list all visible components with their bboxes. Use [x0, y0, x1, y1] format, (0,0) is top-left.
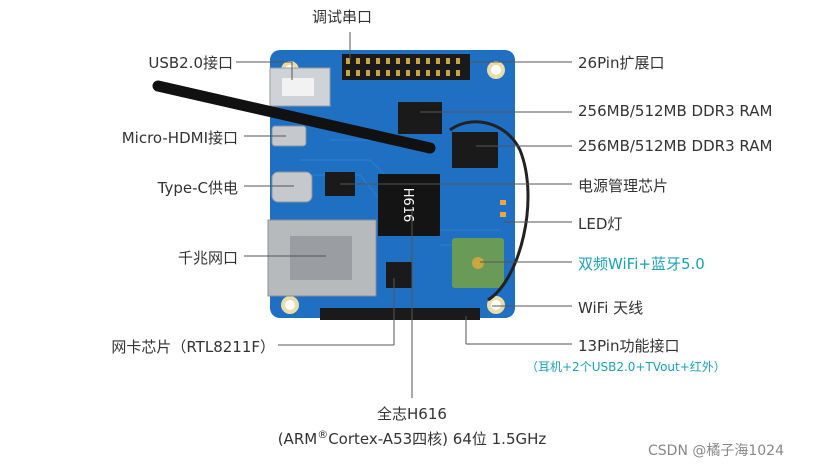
label-26pin: 26Pin扩展口: [578, 54, 665, 72]
watermark: CSDN @橘子海1024: [648, 443, 784, 459]
ram-chip-2: [452, 132, 498, 168]
label-antenna: WiFi 天线: [578, 299, 644, 317]
label-soc-name: 全志H616: [377, 405, 447, 423]
label-micro-hdmi: Micro-HDMI接口: [121, 129, 238, 147]
antenna-cable: [449, 120, 530, 302]
nic-chip: [386, 262, 412, 288]
label-ethernet: 千兆网口: [177, 249, 238, 267]
typec-port: [271, 171, 313, 203]
label-typec: Type-C供电: [157, 179, 238, 197]
label-soc-spec-a: (ARM: [277, 430, 318, 448]
label-soc-spec-b: Cortex-A53四核) 64位 1.5GHz: [328, 430, 547, 448]
label-soc-spec: (ARM®Cortex-A53四核) 64位 1.5GHz: [232, 428, 592, 449]
ram-chip-1: [398, 102, 442, 134]
label-soc: 全志H616 (ARM®Cortex-A53四核) 64位 1.5GHz: [232, 403, 592, 449]
label-nic-chip: 网卡芯片（RTL8211F）: [111, 338, 275, 356]
label-13pin: 13Pin功能接口: [578, 337, 680, 355]
soc-chip-mark: H616: [400, 188, 415, 223]
header-26pin: [342, 54, 470, 80]
usb-port: [269, 67, 331, 107]
led-2: [500, 212, 506, 217]
label-pmic: 电源管理芯片: [578, 177, 669, 195]
label-ram-1: 256MB/512MB DDR3 RAM: [578, 102, 773, 120]
led-1: [500, 200, 506, 205]
label-wifi-bt: 双频WiFi+蓝牙5.0: [578, 255, 705, 273]
ethernet-port: [267, 219, 377, 297]
antenna-stick: [152, 80, 436, 154]
leader-lines: [236, 32, 572, 398]
mount-holes: [281, 61, 505, 314]
label-ram-2: 256MB/512MB DDR3 RAM: [578, 137, 773, 155]
registered-mark: ®: [317, 428, 329, 441]
label-13pin-note: （耳机+2个USB2.0+TVout+红外）: [526, 360, 726, 374]
label-led: LED灯: [578, 215, 623, 233]
wifi-module: [452, 238, 504, 288]
header-13pin: [320, 308, 480, 320]
label-usb: USB2.0接口: [148, 54, 233, 72]
label-debug-serial: 调试串口: [312, 8, 373, 26]
